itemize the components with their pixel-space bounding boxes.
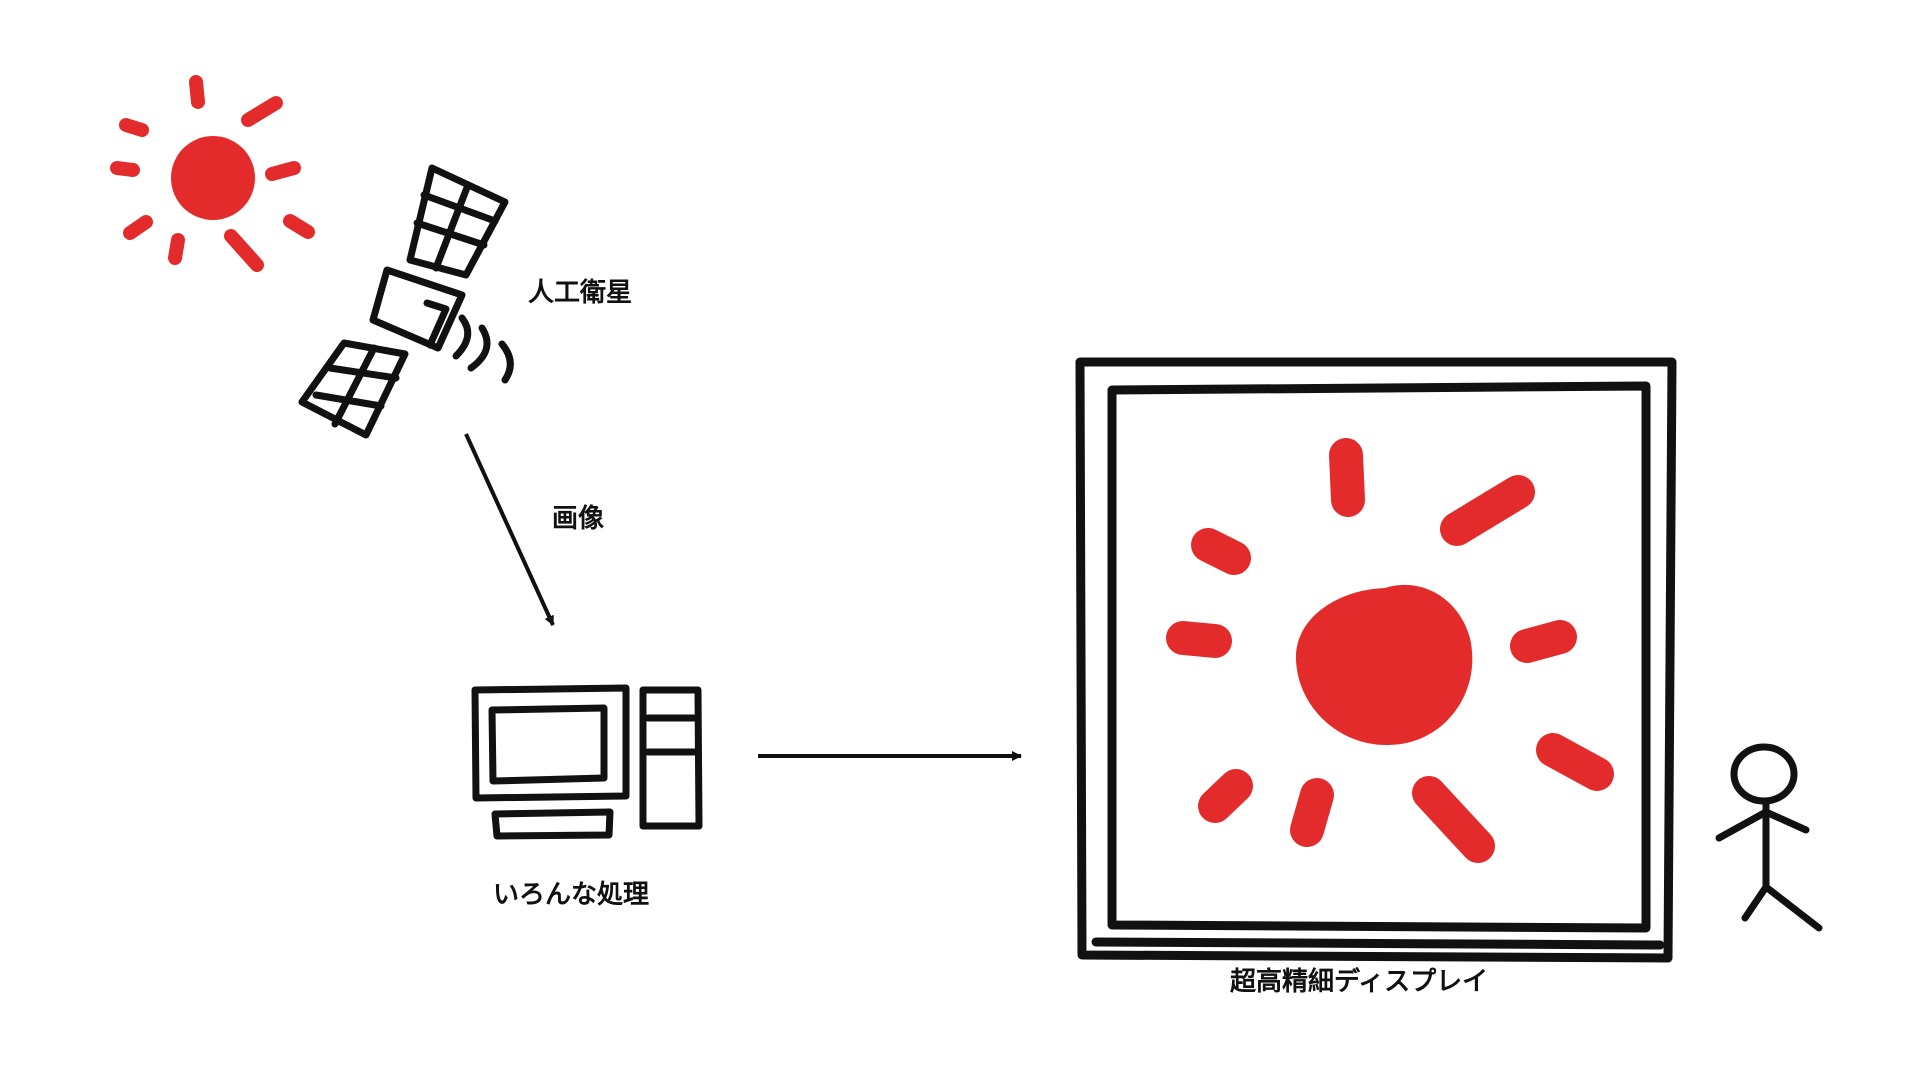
display-label: 超高精細ディスプレイ: [1230, 966, 1488, 997]
display-icon: [1075, 357, 1677, 963]
sun-icon: [110, 75, 315, 272]
satellite-label: 人工衛星: [528, 278, 632, 308]
image-label: 画像: [552, 504, 605, 534]
display-sun-icon: [1166, 438, 1614, 863]
satellite-icon: [298, 164, 514, 439]
stick-figure-icon: [1715, 743, 1823, 932]
image-flow-arrow: [464, 433, 555, 626]
computer-icon: [471, 684, 703, 840]
processing-label: いろんな処理: [493, 880, 649, 910]
